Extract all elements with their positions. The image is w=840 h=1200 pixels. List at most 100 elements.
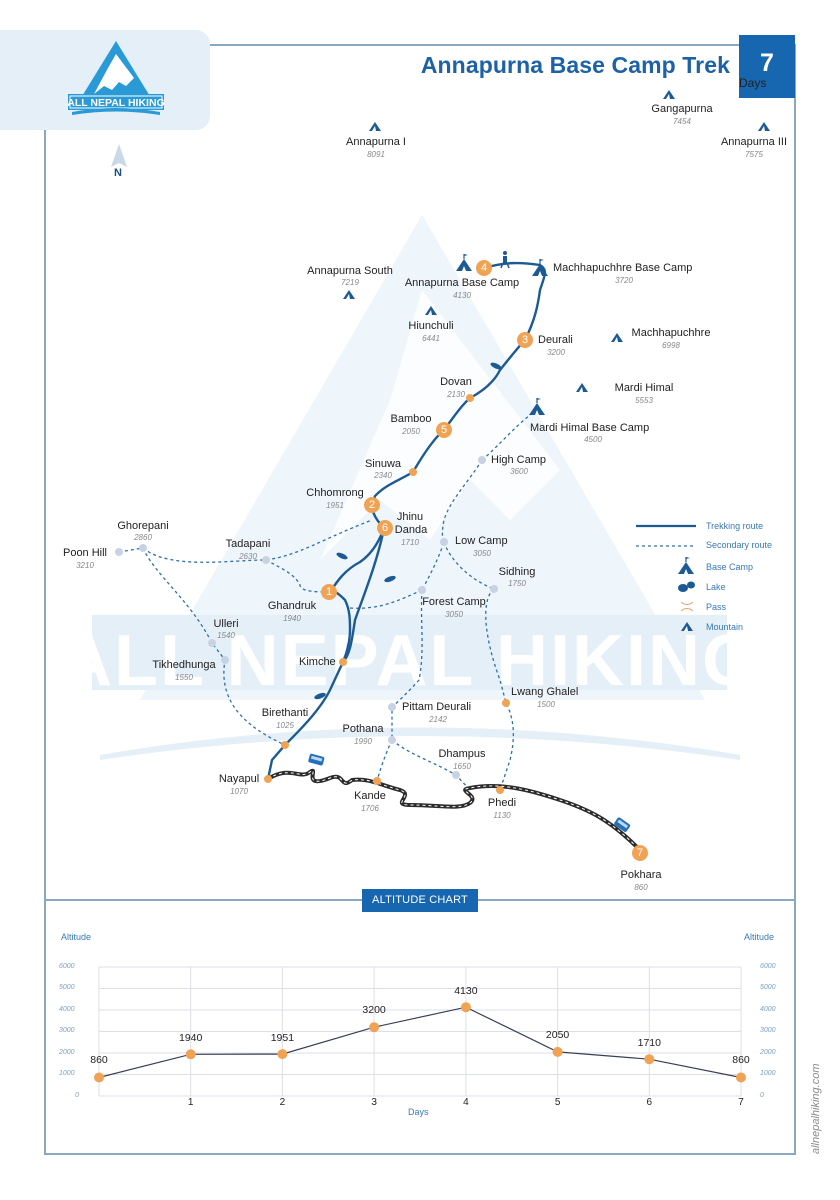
days-label: Days <box>739 76 767 90</box>
data-label: 860 <box>732 1054 750 1066</box>
svg-text:ALL NEPAL HIKING: ALL NEPAL HIKING <box>67 97 164 109</box>
stop-points <box>264 394 510 794</box>
stop-alt: 2340 <box>374 471 392 480</box>
hiker-icon <box>490 362 502 370</box>
stop-alt: 1951 <box>326 501 344 510</box>
stop-name: Kimche <box>299 656 336 668</box>
data-label: 1940 <box>179 1032 203 1044</box>
x-tick: 6 <box>646 1097 653 1108</box>
stop-alt: 1706 <box>361 804 379 813</box>
day-marker-4: 4 <box>480 262 488 274</box>
secondary-points <box>115 456 498 779</box>
secondary-point-name: Low Camp <box>455 535 508 547</box>
day-marker-3: 3 <box>521 334 529 346</box>
y-tick: 3000 <box>760 1027 776 1034</box>
secondary-point-alt: 1650 <box>453 762 471 771</box>
stop-alt: 3200 <box>547 348 565 357</box>
stop-name: Pokhara <box>620 869 662 881</box>
x-axis-title: Days <box>408 1107 429 1117</box>
day-marker-7: 7 <box>636 847 644 859</box>
y-tick: 4000 <box>59 1006 75 1013</box>
base-camp-alt: 4130 <box>453 291 471 300</box>
stop-name: Deurali <box>538 334 573 346</box>
hiker-icon <box>336 552 348 560</box>
secondary-point-alt: 3210 <box>76 561 94 570</box>
day-marker-6: 6 <box>381 522 389 534</box>
x-tick: 3 <box>371 1097 377 1108</box>
altitude-markers <box>94 1002 746 1083</box>
secondary-point-alt: 1990 <box>354 737 372 746</box>
secondary-point-alt: 3600 <box>510 467 528 476</box>
secondary-point-alt: 2860 <box>134 533 152 542</box>
legend-secondary-route: Secondary route <box>706 540 773 550</box>
data-label: 4130 <box>454 985 478 997</box>
pass-icon <box>680 601 694 612</box>
mountain-name: Machhapuchhre <box>631 327 711 339</box>
mountain-name: Annapurna III <box>720 136 788 148</box>
altitude-chart-tag: ALTITUDE CHART <box>362 889 478 912</box>
secondary-point-name: Ulleri <box>213 618 239 630</box>
secondary-point-name: Tikhedhunga <box>152 659 216 671</box>
stop-name: Bamboo <box>390 413 432 425</box>
road <box>266 768 642 852</box>
map-frame <box>44 44 796 1155</box>
mountain-name: Mardi Himal <box>614 382 674 394</box>
trek-map: ALL NEPAL HIKING <box>60 90 770 861</box>
altitude-line <box>98 1006 742 1079</box>
secondary-point-name: Dhampus <box>438 748 486 760</box>
y-tick: 0 <box>75 1092 79 1099</box>
x-tick: 4 <box>463 1097 469 1108</box>
day-marker-2: 2 <box>368 499 376 511</box>
stop-name: Lwang Ghalel <box>511 686 579 698</box>
mountain-alt: 7575 <box>745 150 763 159</box>
mountain-name: Annapurna I <box>346 136 406 148</box>
y-tick: 3000 <box>59 1027 75 1034</box>
data-label: 3200 <box>362 1004 386 1016</box>
bus-icon <box>614 817 631 832</box>
base-camp-name: Annapurna Base Camp <box>404 277 520 289</box>
north-label: N <box>114 167 122 179</box>
svg-text:ALL NEPAL HIKING: ALL NEPAL HIKING <box>60 621 760 701</box>
data-label: 1951 <box>270 1032 295 1044</box>
secondary-point-alt: 2142 <box>429 715 447 724</box>
stop-alt: 1025 <box>276 721 294 730</box>
secondary-point-alt: 3050 <box>445 610 463 619</box>
mountain-name: Gangapurna <box>651 103 713 115</box>
stop-alt: 2130 <box>447 390 465 399</box>
hiker-icon <box>314 692 326 700</box>
day-marker-5: 5 <box>440 424 448 436</box>
y-tick: 6000 <box>760 963 776 970</box>
x-tick: 7 <box>738 1097 744 1108</box>
stop-name: Nayapul <box>218 773 260 785</box>
y-tick: 5000 <box>59 984 75 991</box>
stop-alt: 1130 <box>493 811 511 820</box>
stop-name: Ghandruk <box>267 600 317 612</box>
brand-logo: ALL NEPAL HIKING <box>67 41 165 115</box>
stop-alt: 860 <box>634 883 648 892</box>
secondary-point-alt: 3050 <box>473 549 491 558</box>
stop-name: Jhinu <box>396 511 424 523</box>
legend-pass: Pass <box>706 602 727 612</box>
secondary-point-name: Pothana <box>342 723 384 735</box>
website-url: allnepalhiking.com <box>810 1063 822 1155</box>
lake-icon <box>678 581 695 592</box>
stop-name: Danda <box>394 524 428 536</box>
mountain-alt: 6441 <box>422 334 440 343</box>
y-axis-title-right: Altitude <box>744 932 775 942</box>
stop-name: Sinuwa <box>364 458 402 470</box>
x-tick: 5 <box>554 1097 561 1108</box>
mountain-alt: 6998 <box>662 341 680 350</box>
y-tick: 6000 <box>59 963 75 970</box>
y-tick: 2000 <box>59 1049 75 1056</box>
day-markers <box>321 260 648 861</box>
y-tick: 2000 <box>760 1049 776 1056</box>
base-camp-name: Machhapuchhre Base Camp <box>553 262 693 274</box>
base-camp-alt: 4500 <box>584 435 602 444</box>
data-label: 2050 <box>545 1029 570 1041</box>
legend-mountain: Mountain <box>706 622 744 632</box>
y-tick: 4000 <box>760 1006 776 1013</box>
stop-alt: 2050 <box>402 427 420 436</box>
secondary-point-name: Forest Camp <box>422 596 486 608</box>
stop-name: Chhomrong <box>306 487 364 499</box>
y-tick: 1000 <box>59 1070 75 1077</box>
